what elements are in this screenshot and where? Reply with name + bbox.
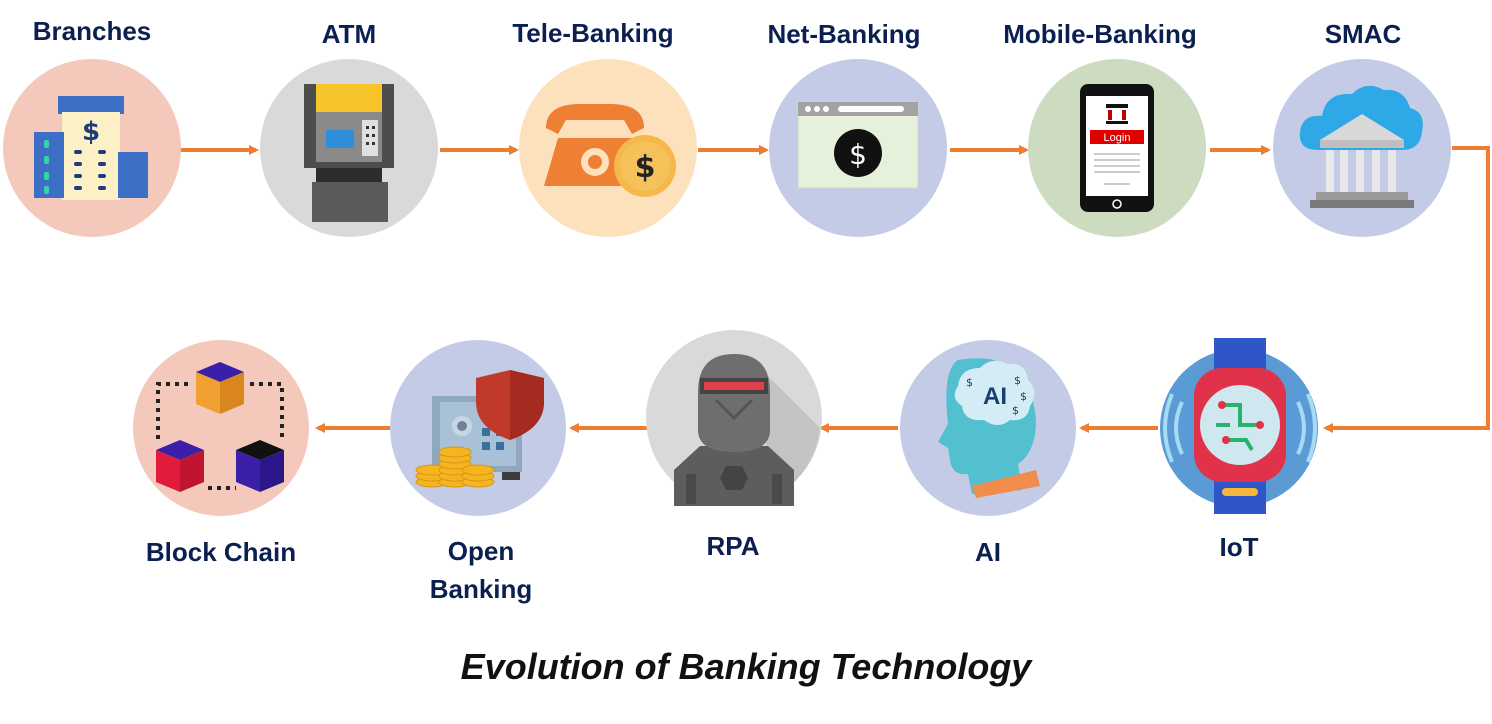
stage-label-iot: IoT bbox=[1219, 532, 1259, 562]
stage-ai: AI $$$$ bbox=[900, 340, 1076, 516]
stage-label-branches: Branches bbox=[32, 16, 152, 46]
stage-netbanking: $ bbox=[769, 59, 947, 237]
atm-machine-icon bbox=[304, 84, 394, 222]
stage-mobilebanking: Login bbox=[1028, 59, 1206, 237]
stage-label-netbanking: Net-Banking bbox=[767, 19, 921, 49]
svg-text:$: $ bbox=[1012, 404, 1019, 417]
svg-text:$: $ bbox=[1020, 390, 1027, 403]
arrow-smac-to-iot bbox=[1323, 146, 1490, 433]
vault-coins-shield-icon bbox=[415, 370, 544, 488]
stage-rpa bbox=[646, 330, 822, 506]
blocks-chain-icon bbox=[156, 362, 284, 492]
svg-text:$: $ bbox=[635, 150, 656, 185]
cloud-bank-icon bbox=[1299, 85, 1423, 208]
stage-iot bbox=[1160, 338, 1318, 514]
stage-telebanking: $ bbox=[519, 59, 697, 237]
telephone-dollar-icon: $ bbox=[544, 104, 676, 197]
svg-text:$: $ bbox=[1014, 374, 1021, 387]
svg-text:$: $ bbox=[966, 376, 973, 389]
connector-arrows bbox=[180, 145, 1490, 433]
svg-text:AI: AI bbox=[983, 383, 1007, 410]
stage-smac bbox=[1273, 59, 1451, 237]
stage-label-rpa: RPA bbox=[706, 531, 760, 561]
stage-label-blockchain: Block Chain bbox=[145, 537, 297, 567]
svg-text:Login: Login bbox=[1104, 132, 1131, 144]
stage-atm bbox=[260, 59, 438, 237]
stage-branches: $ bbox=[3, 59, 181, 237]
head-ai-icon: AI $$$$ bbox=[938, 358, 1040, 498]
stage-label-ai: AI bbox=[975, 537, 1001, 567]
stage-label-smac: SMAC bbox=[1324, 19, 1402, 49]
stage-label-openbanking: Open Banking bbox=[429, 536, 533, 604]
bank-building-icon: $ bbox=[34, 96, 148, 200]
diagram-caption: Evolution of Banking Technology bbox=[460, 646, 1032, 687]
robot-icon bbox=[674, 354, 794, 506]
stage-label-telebanking: Tele-Banking bbox=[512, 18, 674, 48]
stage-label-mobilebanking: Mobile-Banking bbox=[1003, 19, 1197, 49]
stage-openbanking bbox=[390, 340, 566, 516]
svg-text:$: $ bbox=[849, 138, 867, 171]
stage-label-atm: ATM bbox=[321, 19, 377, 49]
smartwatch-circuit-icon bbox=[1163, 338, 1317, 514]
svg-text:$: $ bbox=[82, 117, 100, 147]
smartphone-login-icon: Login bbox=[1080, 84, 1154, 212]
browser-dollar-icon: $ bbox=[797, 101, 919, 189]
stage-blockchain bbox=[133, 340, 309, 516]
